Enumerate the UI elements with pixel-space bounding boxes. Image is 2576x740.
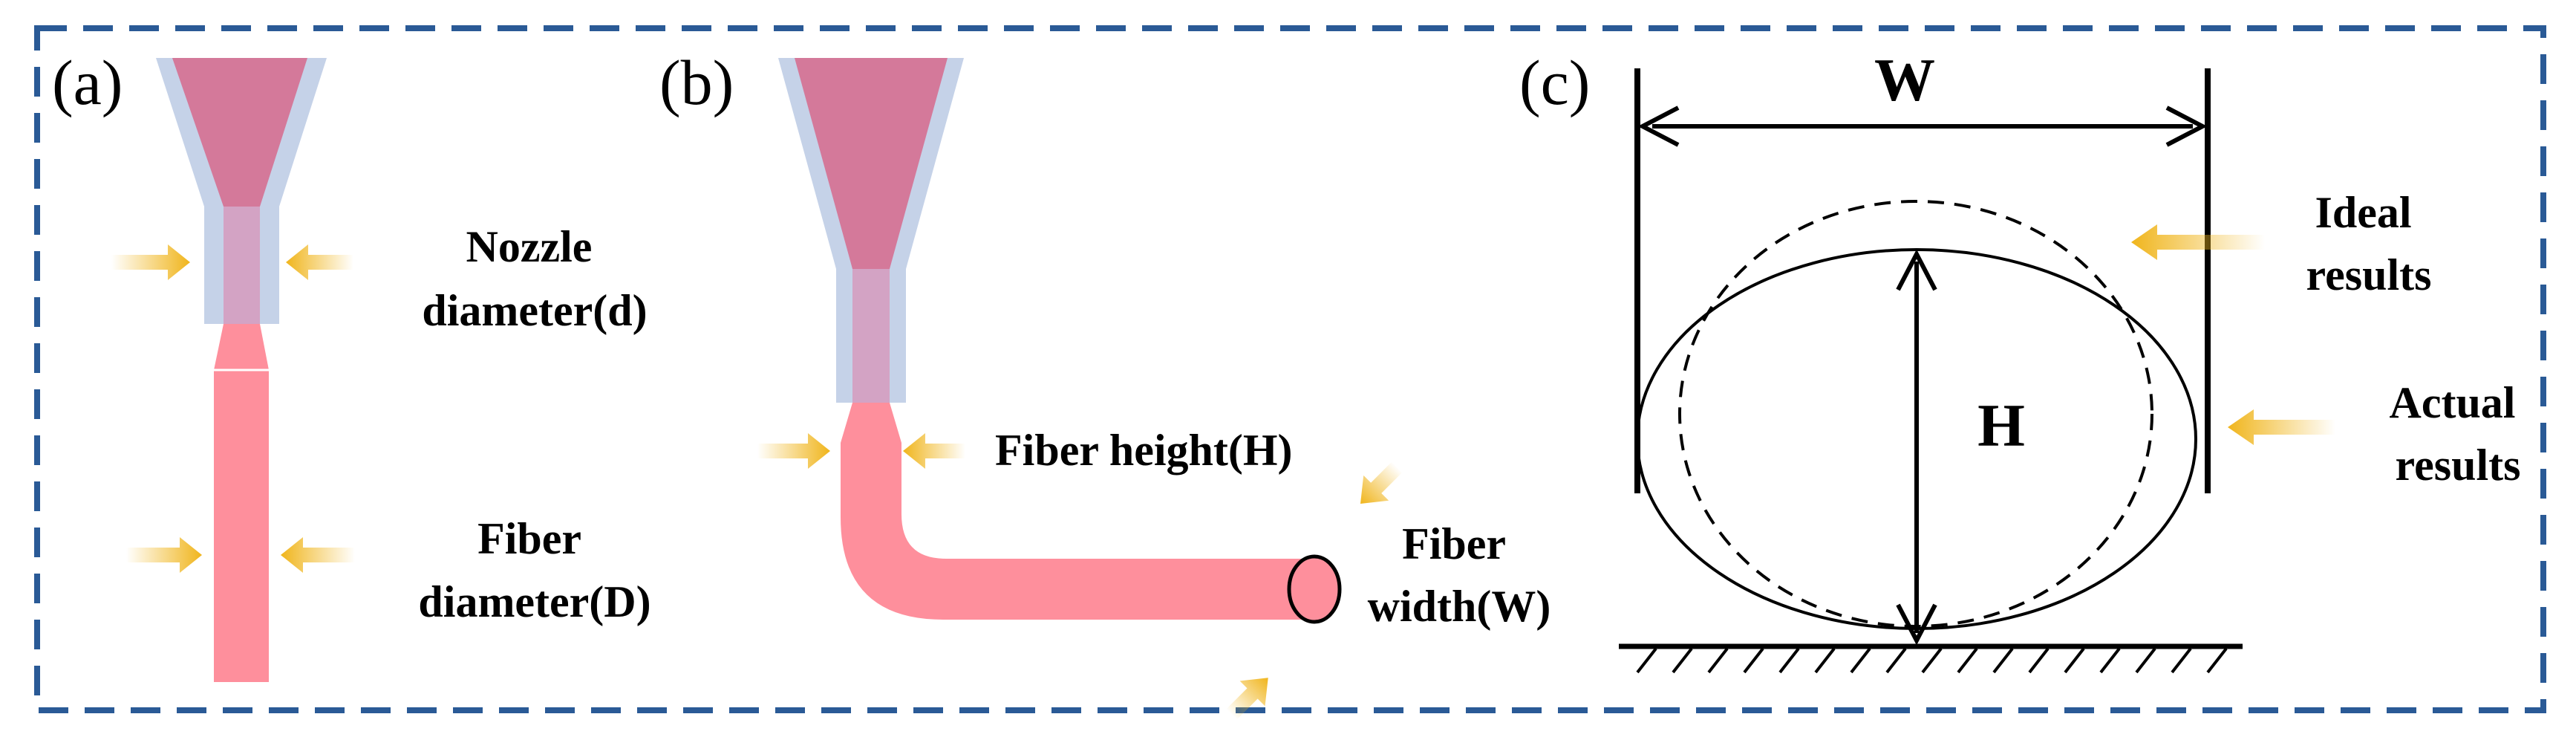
width-arrowhead-right	[2165, 106, 2208, 147]
arrow-icon-height-right	[903, 433, 965, 469]
ideal-results-line2: results	[2306, 250, 2432, 299]
fiber-width-line1: Fiber	[1402, 519, 1505, 568]
nozzle-a-tip-inner	[224, 207, 260, 324]
width-arrowhead-left	[1637, 106, 1680, 147]
width-symbol: W	[1874, 46, 1935, 114]
panel-c-label: (c)	[1519, 47, 1590, 118]
fiber-b-cross-section	[1287, 554, 1342, 624]
actual-results-line2: results	[2396, 441, 2521, 490]
nozzle-diameter-label: Nozzle diameter(d)	[422, 222, 647, 335]
fiber-a-neck	[214, 324, 269, 370]
arrow-icon-fiber-left	[126, 537, 202, 573]
height-symbol: H	[1977, 392, 2025, 459]
arrow-icon-height-left	[757, 433, 830, 469]
fiber-diameter-label: Fiber diameter(D)	[418, 514, 650, 626]
height-arrowhead-bottom	[1896, 603, 1937, 646]
fiber-a-body	[214, 370, 269, 682]
arrow-icon-fiber-right	[281, 537, 355, 573]
fiber-width-line2: width(W)	[1368, 582, 1551, 631]
fiber-diameter-line1: Fiber	[477, 514, 581, 563]
fiber-width-label: Fiber width(W)	[1368, 519, 1551, 631]
nozzle-a-cone-inner	[172, 58, 307, 207]
panel-c: (c) W H	[1519, 46, 2527, 674]
panel-a: (a) Nozzle diameter(d) Fiber diameter(D)	[52, 47, 651, 682]
panel-b-label: (b)	[659, 47, 734, 118]
actual-results-label: Actual results	[2390, 378, 2527, 490]
arrow-icon-nozzle-left	[111, 244, 190, 280]
dashed-frame	[34, 25, 2546, 713]
panel-a-label: (a)	[52, 47, 123, 118]
arrow-icon-nozzle-right	[286, 244, 353, 280]
arrow-icon-width-top	[1360, 461, 1403, 504]
nozzle-b-cone-inner	[795, 58, 948, 269]
fiber-b-neck	[841, 403, 901, 443]
panel-b: (b) Fiber height(H) Fiber width(W)	[659, 47, 1551, 720]
nozzle-diameter-line1: Nozzle	[466, 222, 593, 271]
nozzle-diameter-line2: diameter(d)	[422, 286, 647, 335]
ideal-results-line1: Ideal	[2315, 188, 2411, 237]
arrow-icon-actual	[2228, 409, 2335, 445]
substrate-hatching	[1636, 647, 2228, 674]
fiber-b-body	[841, 443, 1316, 620]
arrow-icon-width-bottom	[1226, 678, 1268, 720]
ideal-results-label: Ideal results	[2306, 188, 2432, 299]
height-arrowhead-top	[1896, 249, 1937, 291]
fiber-height-label: Fiber height(H)	[995, 426, 1293, 475]
fiber-diameter-line2: diameter(D)	[418, 577, 650, 626]
actual-results-line1: Actual	[2390, 378, 2516, 427]
arrow-icon-ideal	[2131, 224, 2265, 260]
nozzle-b-tip-inner	[852, 269, 890, 403]
